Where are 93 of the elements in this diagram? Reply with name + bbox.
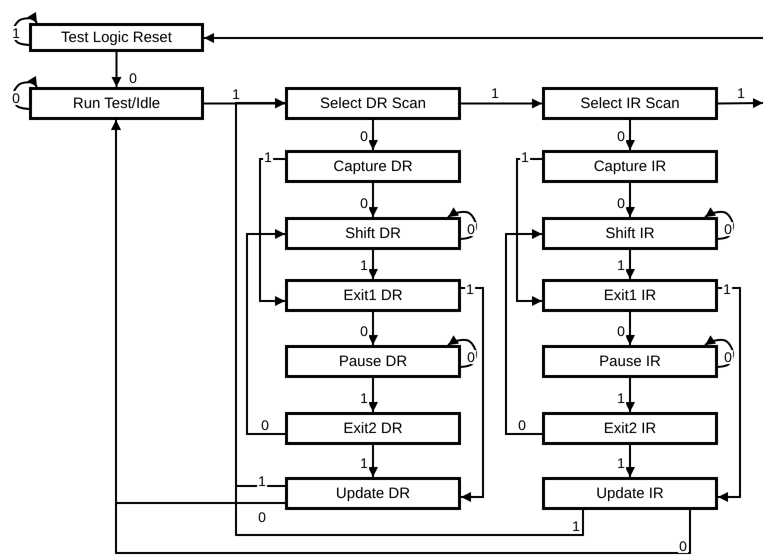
arrow: [112, 52, 122, 87]
state-name: Capture DR: [333, 158, 413, 175]
edge-label: 0: [616, 196, 626, 210]
state-box: [542, 87, 718, 120]
arrow: [718, 98, 764, 108]
edge-label: 1: [616, 456, 626, 470]
arrow: [461, 287, 484, 502]
edge-label: 0: [359, 324, 369, 338]
state-box: [29, 23, 204, 52]
edge-label: 0: [678, 539, 688, 553]
state-box: [285, 477, 461, 510]
arrow: [625, 312, 635, 345]
arrow: [368, 250, 378, 279]
arrow: [625, 183, 635, 217]
edge-label: 0: [723, 222, 733, 236]
arrow: [625, 120, 635, 150]
edge-label: 0: [466, 350, 476, 364]
state-box: [542, 477, 718, 510]
state-box: [285, 217, 461, 250]
edge-label: 0: [466, 222, 476, 236]
edge-label: 1: [257, 474, 267, 488]
edge-label: 1: [359, 391, 369, 405]
edge-label: 0: [723, 350, 733, 364]
edge-label: 1: [520, 150, 530, 164]
state-name: Shift DR: [345, 225, 401, 242]
arrow: [111, 120, 691, 554]
arrow: [259, 158, 285, 306]
state-name: Pause IR: [599, 353, 661, 370]
state-box: [542, 217, 718, 250]
edge-label: 1: [359, 456, 369, 470]
state-box: [285, 279, 461, 312]
state-name: Select IR Scan: [580, 95, 680, 112]
edge-label: 1: [11, 26, 21, 40]
state-name: Shift IR: [605, 225, 655, 242]
edge-label: 1: [616, 258, 626, 272]
edge-label: 0: [616, 324, 626, 338]
state-name: Exit2 IR: [604, 420, 656, 437]
edge-label: 0: [11, 91, 21, 105]
state-box: [285, 412, 461, 445]
edge-label: 1: [263, 150, 273, 164]
state-box: [542, 279, 718, 312]
state-name: Pause DR: [338, 353, 408, 370]
state-box: [542, 150, 718, 183]
state-box: [285, 150, 461, 183]
arrow: [625, 250, 635, 279]
edge-label: 0: [128, 71, 138, 85]
state-name: Run Test/Idle: [72, 95, 160, 112]
state-name: Exit1 DR: [343, 287, 403, 304]
arrow: [368, 183, 378, 217]
state-name: Capture IR: [594, 158, 666, 175]
state-name: Update DR: [336, 485, 410, 502]
state-box: [542, 412, 718, 445]
edge-label: 1: [465, 282, 475, 296]
arrow: [368, 120, 378, 150]
edge-label: 1: [231, 87, 241, 101]
self-loop-arrow: [12, 12, 38, 46]
arrow: [718, 287, 741, 502]
edge-label: 1: [359, 258, 369, 272]
state-box: [29, 87, 204, 120]
edge-label: 1: [722, 282, 732, 296]
self-loop-arrow: [704, 335, 734, 368]
arrow: [235, 98, 584, 536]
arrow: [368, 378, 378, 412]
state-box: [285, 345, 461, 378]
self-loop-arrow: [447, 335, 477, 368]
edge-label: 0: [616, 129, 626, 143]
state-box: [542, 345, 718, 378]
arrow: [368, 445, 378, 477]
self-loop-arrow: [704, 207, 734, 240]
arrow: [516, 158, 542, 306]
state-name: Exit2 DR: [343, 420, 403, 437]
arrow: [625, 378, 635, 412]
edge-label: 0: [359, 129, 369, 143]
edge-label: 1: [736, 86, 746, 100]
arrow: [505, 229, 542, 435]
edge-label: 1: [571, 519, 581, 533]
edge-label: 0: [359, 196, 369, 210]
arrow: [368, 312, 378, 345]
self-loop-arrow: [447, 207, 477, 240]
edge-label: 0: [260, 418, 270, 432]
arrow: [246, 229, 285, 435]
edge-label: 1: [616, 391, 626, 405]
arrow: [461, 98, 542, 108]
edge-label: 0: [517, 418, 527, 432]
state-name: Select DR Scan: [320, 95, 426, 112]
state-name: Exit1 IR: [604, 287, 656, 304]
state-name: Update IR: [596, 485, 664, 502]
arrow: [625, 445, 635, 477]
edge-label: 0: [257, 510, 267, 524]
arrow: [204, 33, 763, 43]
state-box: [285, 87, 461, 120]
state-name: Test Logic Reset: [61, 29, 172, 46]
edge-label: 1: [490, 86, 500, 100]
